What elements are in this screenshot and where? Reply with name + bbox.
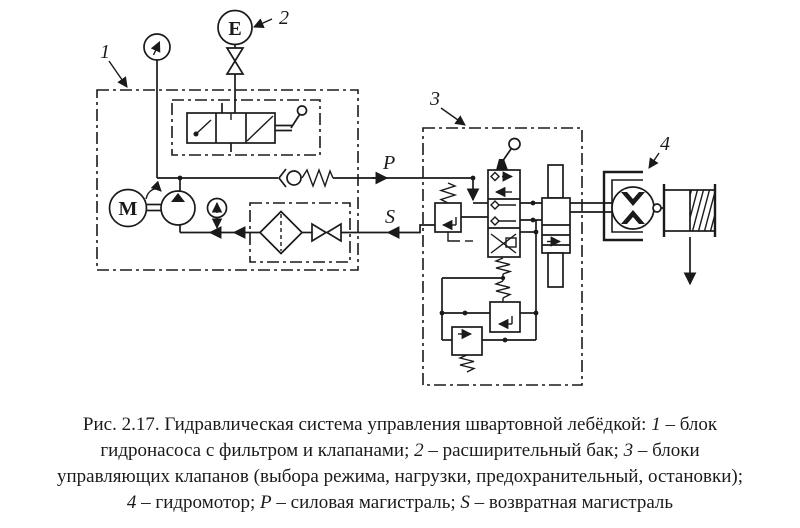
small-gauge-icon [206, 197, 228, 230]
motor-chevron-top [621, 192, 645, 206]
caption-text: – блоки [633, 440, 700, 461]
electric-motor-symbol: M [108, 188, 148, 228]
pressure-gauge-icon [143, 33, 171, 178]
expansion-tank-letter: E [228, 18, 241, 40]
filter-subblock-border [249, 202, 351, 263]
pressure-line-p: P [157, 152, 473, 189]
lever-knob [296, 105, 308, 116]
caption-text: Рис. 2.17. Гидравлическая система управл… [82, 414, 652, 435]
caption-ref-4: 4 [126, 492, 137, 513]
mode-valve-subblock-border [171, 99, 321, 156]
callout-4: 4 [648, 133, 670, 169]
shaft [145, 180, 162, 212]
stack-lever-knob [508, 137, 521, 151]
motor-letter: M [119, 198, 138, 220]
label-pump-block: 1 [100, 41, 110, 63]
caption-line-1: Рис. 2.17. Гидравлическая система управл… [0, 412, 800, 438]
motor-circle [611, 186, 655, 230]
motor-chevron-bottom [621, 210, 645, 224]
motor-housing-outer [602, 170, 643, 242]
figure-caption: Рис. 2.17. Гидравлическая система управл… [0, 412, 800, 516]
label-hydro-motor: 4 [660, 133, 670, 155]
callout-3: 3 [429, 88, 466, 126]
hydraulic-schematic-diagram: E 2 1 P [96, 7, 717, 386]
stack-lever [496, 137, 521, 170]
label-valve-block: 3 [429, 88, 440, 110]
caption-text: гидронасоса с фильтром и клапанами; [100, 440, 415, 461]
pump-direction-triangle [171, 193, 185, 202]
callout-2: 2 [253, 7, 289, 29]
label-return-line: S [385, 206, 395, 228]
check-diamond [490, 171, 500, 182]
p-branch [461, 175, 488, 218]
shutoff-valve-symbol [302, 222, 342, 243]
tank-valve-upper-triangle [225, 47, 245, 63]
figure: E 2 1 P [0, 7, 800, 516]
caption-text: – расширительный бак; [423, 440, 624, 461]
winch-drum [662, 184, 717, 286]
caption-ref-p: Р [260, 492, 272, 513]
caption-line-3: управляющих клапанов (выбора режима, наг… [0, 464, 800, 490]
control-lever [275, 105, 308, 132]
caption-ref-1: 1 [651, 414, 661, 435]
check-valve-spring [301, 168, 334, 189]
pump-block-border [96, 89, 359, 271]
label-pressure-line: P [382, 152, 395, 174]
caption-line-4: 4 – гидромотор; Р – силовая магистраль; … [0, 490, 800, 516]
loop-valve-upper [489, 301, 521, 333]
filter-symbol [258, 210, 304, 255]
valve-stack-symbol [487, 137, 521, 275]
return-line-s: S [341, 206, 435, 239]
relief-valve-spring [438, 182, 458, 204]
tank-valve-lower-triangle [225, 59, 245, 75]
drain-line [447, 232, 460, 242]
check-valve-seat [277, 168, 287, 188]
caption-ref-3: 3 [623, 440, 634, 461]
loop-spring-bottom [457, 354, 477, 373]
check-valve-ball [286, 170, 302, 186]
caption-text: – блок [660, 414, 718, 435]
expansion-tank: E [217, 9, 253, 113]
motor-shaft [652, 203, 662, 213]
check-diamond [490, 216, 500, 226]
caption-text: – силовая магистраль; [271, 492, 461, 513]
loop-valve-lower [451, 326, 483, 356]
caption-line-2: гидронасоса с фильтром и клапанами; 2 – … [0, 438, 800, 464]
hydraulic-motor-symbol [570, 170, 664, 242]
caption-text: – возвратная магистраль [469, 492, 674, 513]
loop-spring-top [493, 280, 513, 299]
stack-connections [520, 200, 542, 340]
pump-symbol [160, 178, 196, 233]
caption-text: управляющих клапанов (выбора режима, наг… [56, 466, 743, 487]
callout-1: 1 [100, 41, 128, 88]
stack-inner-box [505, 237, 517, 248]
caption-ref-s: S [460, 492, 470, 513]
lower-valve-loop [439, 274, 539, 373]
check-diamond [490, 200, 500, 210]
caption-text: – гидромотор; [136, 492, 261, 513]
relief-valve-symbol [434, 182, 473, 242]
caption-ref-2: 2 [414, 440, 424, 461]
directional-valve-symbol [186, 103, 308, 152]
label-expansion-tank: 2 [279, 7, 289, 29]
stack-spring [493, 257, 513, 275]
stop-valve-symbol [541, 164, 571, 288]
rotation-arrow [145, 180, 162, 200]
control-valve-block-border [422, 127, 583, 386]
